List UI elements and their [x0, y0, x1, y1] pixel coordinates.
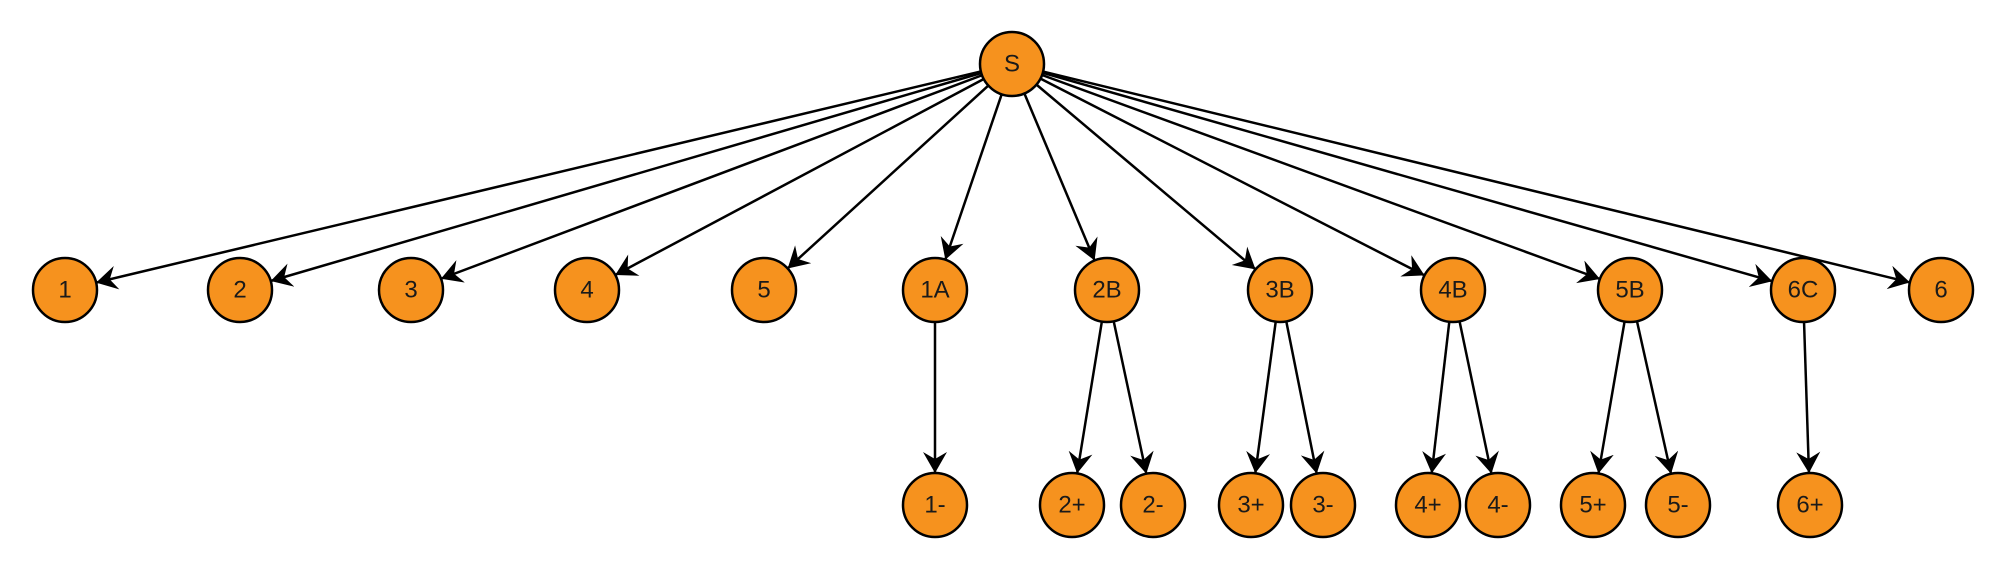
- node-circle-4: [553, 256, 621, 324]
- graph-node-5B: 5B: [1596, 256, 1664, 324]
- graph-edge-S-6C: [1042, 71, 1773, 287]
- node-circle-5+: [1559, 471, 1627, 539]
- node-label-5: 5: [757, 277, 770, 304]
- graph-node-3-: 3-: [1289, 471, 1357, 539]
- node-circle-3B: [1246, 256, 1314, 324]
- node-circle-3-: [1289, 471, 1357, 539]
- node-circle-6C: [1769, 256, 1837, 324]
- edges-layer: [95, 70, 1911, 475]
- node-label-5+: 5+: [1579, 492, 1606, 519]
- graph-node-2: 2: [206, 256, 274, 324]
- graph-edge-S-6: [1042, 70, 1911, 290]
- node-label-2+: 2+: [1058, 492, 1085, 519]
- node-label-2: 2: [233, 277, 246, 304]
- node-label-6C: 6C: [1788, 277, 1819, 304]
- node-circle-3: [377, 256, 445, 324]
- node-label-6: 6: [1934, 277, 1947, 304]
- graph-edge-S-2: [270, 71, 982, 287]
- node-circle-4B: [1419, 256, 1487, 324]
- node-circle-2-: [1119, 471, 1187, 539]
- graph-node-2-: 2-: [1119, 471, 1187, 539]
- node-label-4: 4: [580, 277, 593, 304]
- node-label-6+: 6+: [1796, 492, 1823, 519]
- node-circle-2: [206, 256, 274, 324]
- graph-edge-2B-2+: [1068, 321, 1104, 474]
- graph-node-4B: 4B: [1419, 256, 1487, 324]
- node-circle-1-: [901, 471, 969, 539]
- graph-node-3: 3: [377, 256, 445, 324]
- node-label-S: S: [1004, 51, 1020, 78]
- node-circle-4+: [1394, 471, 1462, 539]
- node-label-1-: 1-: [924, 492, 945, 519]
- graph-node-5-: 5-: [1644, 471, 1712, 539]
- node-circle-1: [31, 256, 99, 324]
- node-label-2B: 2B: [1092, 277, 1121, 304]
- graph-edge-5B-5-: [1635, 320, 1679, 475]
- node-label-3: 3: [404, 277, 417, 304]
- node-label-4-: 4-: [1487, 492, 1508, 519]
- graph-node-6+: 6+: [1776, 471, 1844, 539]
- node-circle-5: [730, 256, 798, 324]
- node-circle-S: [978, 30, 1046, 98]
- node-label-5B: 5B: [1615, 277, 1644, 304]
- graph-edge-S-3: [440, 74, 983, 283]
- graph-node-1: 1: [31, 256, 99, 324]
- graph-node-3B: 3B: [1246, 256, 1314, 324]
- graph-node-4-: 4-: [1464, 471, 1532, 539]
- graph-node-S: S: [978, 30, 1046, 98]
- node-circle-1A: [901, 256, 969, 324]
- graph-node-4: 4: [553, 256, 621, 324]
- graph-edge-S-4B: [1039, 77, 1426, 277]
- graph-node-2B: 2B: [1073, 256, 1141, 324]
- graph-edge-3B-3+: [1246, 321, 1277, 474]
- graph-edge-S-5B: [1041, 73, 1601, 284]
- graph-edge-S-1: [95, 70, 982, 290]
- graph-edge-S-4: [614, 77, 985, 277]
- graph-edge-3B-3-: [1285, 321, 1325, 474]
- graph-node-6: 6: [1907, 256, 1975, 324]
- node-label-3B: 3B: [1265, 277, 1294, 304]
- graph-node-4+: 4+: [1394, 471, 1462, 539]
- node-circle-5B: [1596, 256, 1664, 324]
- graph-node-5: 5: [730, 256, 798, 324]
- nodes-layer: S 1 2 3 4 5 1A 2B 3B 4B 5B 6C 6 1- 2+ 2- 3+ 3- 4+ 4- 5+ 5- 6+: [31, 30, 1975, 539]
- graph-edge-5B-5+: [1590, 321, 1626, 474]
- node-label-3+: 3+: [1237, 492, 1264, 519]
- graph-node-6C: 6C: [1769, 256, 1837, 324]
- graph-node-5+: 5+: [1559, 471, 1627, 539]
- node-label-1A: 1A: [920, 277, 949, 304]
- graph-node-1A: 1A: [901, 256, 969, 324]
- node-circle-5-: [1644, 471, 1712, 539]
- graph-edge-6C-6+: [1796, 321, 1821, 474]
- graph-node-1-: 1-: [901, 471, 969, 539]
- node-circle-2B: [1073, 256, 1141, 324]
- graph-edge-S-2B: [1023, 93, 1098, 261]
- node-circle-2+: [1038, 471, 1106, 539]
- node-circle-4-: [1464, 471, 1532, 539]
- graph-node-3+: 3+: [1217, 471, 1285, 539]
- node-label-1: 1: [58, 277, 71, 304]
- node-circle-3+: [1217, 471, 1285, 539]
- node-label-4B: 4B: [1438, 277, 1467, 304]
- node-circle-6+: [1776, 471, 1844, 539]
- graph-edge-S-5: [786, 84, 990, 270]
- graph-edge-2B-2-: [1112, 321, 1154, 474]
- node-label-4+: 4+: [1414, 492, 1441, 519]
- graph-node-2+: 2+: [1038, 471, 1106, 539]
- node-circle-6: [1907, 256, 1975, 324]
- graph-edge-S-1A: [940, 93, 1003, 261]
- node-label-5-: 5-: [1667, 492, 1688, 519]
- node-label-2-: 2-: [1142, 492, 1163, 519]
- node-label-3-: 3-: [1312, 492, 1333, 519]
- graph-edge-4B-4-: [1458, 321, 1499, 474]
- graph-edge-4B-4+: [1422, 321, 1451, 474]
- graph-edge-S-3B: [1035, 83, 1257, 271]
